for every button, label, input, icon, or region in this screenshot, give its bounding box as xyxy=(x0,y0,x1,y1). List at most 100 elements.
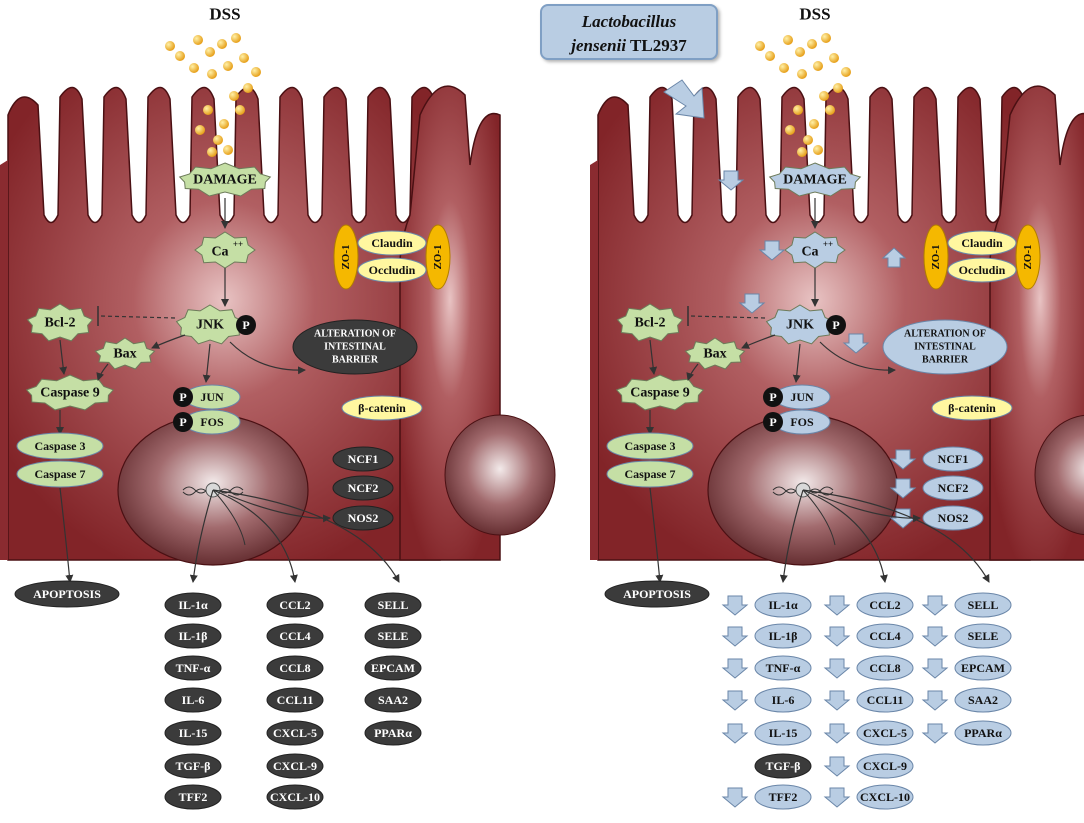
node-gene-label: CCL11 xyxy=(277,693,314,707)
node-jnk: JNK xyxy=(175,304,245,345)
node-gene-label: CCL11 xyxy=(867,693,904,707)
neighbor-nucleus xyxy=(1034,414,1084,536)
node-bcl2-label: Bcl-2 xyxy=(44,316,75,331)
dss-particle xyxy=(807,39,817,49)
node-gene-shape xyxy=(164,784,222,810)
down-arrow-icon xyxy=(842,333,870,354)
down-arrow-icon xyxy=(921,658,949,679)
down-arrow-icon xyxy=(721,658,749,679)
dss-particle xyxy=(243,83,253,93)
node-barrier-shape xyxy=(882,319,1008,375)
node-gene: EPCAM xyxy=(364,655,422,681)
node-damage: DAMAGE xyxy=(768,162,862,197)
node-gene-label: SELL xyxy=(968,598,999,612)
node-apoptosis-label: APOPTOSIS xyxy=(33,587,101,601)
edge-bcl2-casp9 xyxy=(59,339,68,375)
node-gene: TFF2 xyxy=(754,784,812,810)
node-gene: TGF-β xyxy=(754,753,812,779)
node-gene: CXCL-9 xyxy=(266,753,324,779)
zo1-left-shape xyxy=(333,224,359,290)
node-damage-shape xyxy=(178,162,272,197)
bacterium-name: Lactobacillus xyxy=(582,12,676,31)
node-gene-shape xyxy=(164,753,222,779)
jun-phospho: P xyxy=(173,387,193,407)
node-gene-shape xyxy=(754,623,812,649)
dss-particle xyxy=(783,35,793,45)
node-gene-shape xyxy=(364,655,422,681)
edge-nucleus-col3 xyxy=(212,489,400,583)
node-gene-label: TNF-α xyxy=(176,661,211,675)
down-arrow-icon xyxy=(889,508,917,529)
node-gene-label: CXCL-5 xyxy=(863,726,907,740)
fos-phospho-label: P xyxy=(769,415,776,429)
node-caspase3-shape xyxy=(606,432,694,460)
zo1-right-label: ZO-1 xyxy=(432,244,444,269)
node-gene-shape xyxy=(164,623,222,649)
down-arrow-icon xyxy=(721,690,749,711)
node-gene: CXCL-5 xyxy=(856,720,914,746)
node-bcl2-shape xyxy=(616,303,684,342)
node-gene: CCL2 xyxy=(266,592,324,618)
down-arrow-icon xyxy=(823,723,851,744)
node-gene-shape xyxy=(164,687,222,713)
edge-casp7-apoptosis xyxy=(59,487,74,583)
dss-particle xyxy=(809,119,819,129)
node-gene-shape xyxy=(266,623,324,649)
fos-phospho: P xyxy=(763,412,783,432)
node-beta-catenin-label: β-catenin xyxy=(948,401,996,415)
node-damage-shape xyxy=(768,162,862,197)
node-gene-label: IL-1β xyxy=(769,629,798,643)
zo1-right-shape xyxy=(425,224,451,290)
node-gene-label: IL-6 xyxy=(182,693,205,707)
node-gene-label: CXCL-10 xyxy=(270,790,320,804)
dss-particle xyxy=(829,53,839,63)
node-damage-label: DAMAGE xyxy=(193,173,257,188)
node-gene-label: SAA2 xyxy=(378,693,408,707)
node-gene-shape xyxy=(754,784,812,810)
node-gene-label: TFF2 xyxy=(179,790,208,804)
node-gene: CCL4 xyxy=(856,623,914,649)
dss-particle xyxy=(793,105,803,115)
barrier-line1: ALTERATION OF xyxy=(904,329,986,340)
node-caspase3: Caspase 3 xyxy=(16,432,104,460)
node-gene-label: CCL2 xyxy=(279,598,310,612)
node-caspase7-shape xyxy=(606,460,694,488)
node-gene-label: IL-6 xyxy=(772,693,795,707)
node-gene-shape xyxy=(266,720,324,746)
node-gene: CXCL-5 xyxy=(266,720,324,746)
node-gene-shape xyxy=(164,655,222,681)
node-beta-catenin-label: β-catenin xyxy=(358,401,406,415)
node-gene-shape xyxy=(364,623,422,649)
dss-particle xyxy=(755,41,765,51)
down-arrow-icon xyxy=(921,723,949,744)
node-jnk: JNK xyxy=(765,304,835,345)
dss-particle xyxy=(175,51,185,61)
barrier-line1: ALTERATION OF xyxy=(314,329,396,340)
node-caspase7: Caspase 7 xyxy=(16,460,104,488)
jun-phospho-shape xyxy=(763,387,783,407)
node-caspase7-shape xyxy=(16,460,104,488)
node-gene-shape xyxy=(954,592,1012,618)
node-bax-shape xyxy=(94,337,156,370)
node-side-gene-label: NOS2 xyxy=(938,511,969,525)
edge-jnk-barrier xyxy=(819,341,896,375)
jnk-phospho: P xyxy=(826,315,846,335)
node-side-gene-shape xyxy=(332,505,394,531)
edge-nucleus-col2 xyxy=(802,489,888,583)
dss-particle xyxy=(189,63,199,73)
node-gene-label: CCL8 xyxy=(869,661,900,675)
node-calcium: Ca++ xyxy=(784,231,846,269)
node-occludin-shape xyxy=(947,257,1017,283)
node-gene: CXCL-9 xyxy=(856,753,914,779)
dss-particle xyxy=(223,61,233,71)
down-arrow-icon xyxy=(823,690,851,711)
down-arrow-icon xyxy=(721,787,749,808)
node-bax-label: Bax xyxy=(703,347,726,362)
node-side-gene: NCF2 xyxy=(922,475,984,501)
node-gene-shape xyxy=(856,720,914,746)
node-gene: CCL11 xyxy=(266,687,324,713)
jnk-phospho-shape xyxy=(826,315,846,335)
dss-particle xyxy=(219,119,229,129)
